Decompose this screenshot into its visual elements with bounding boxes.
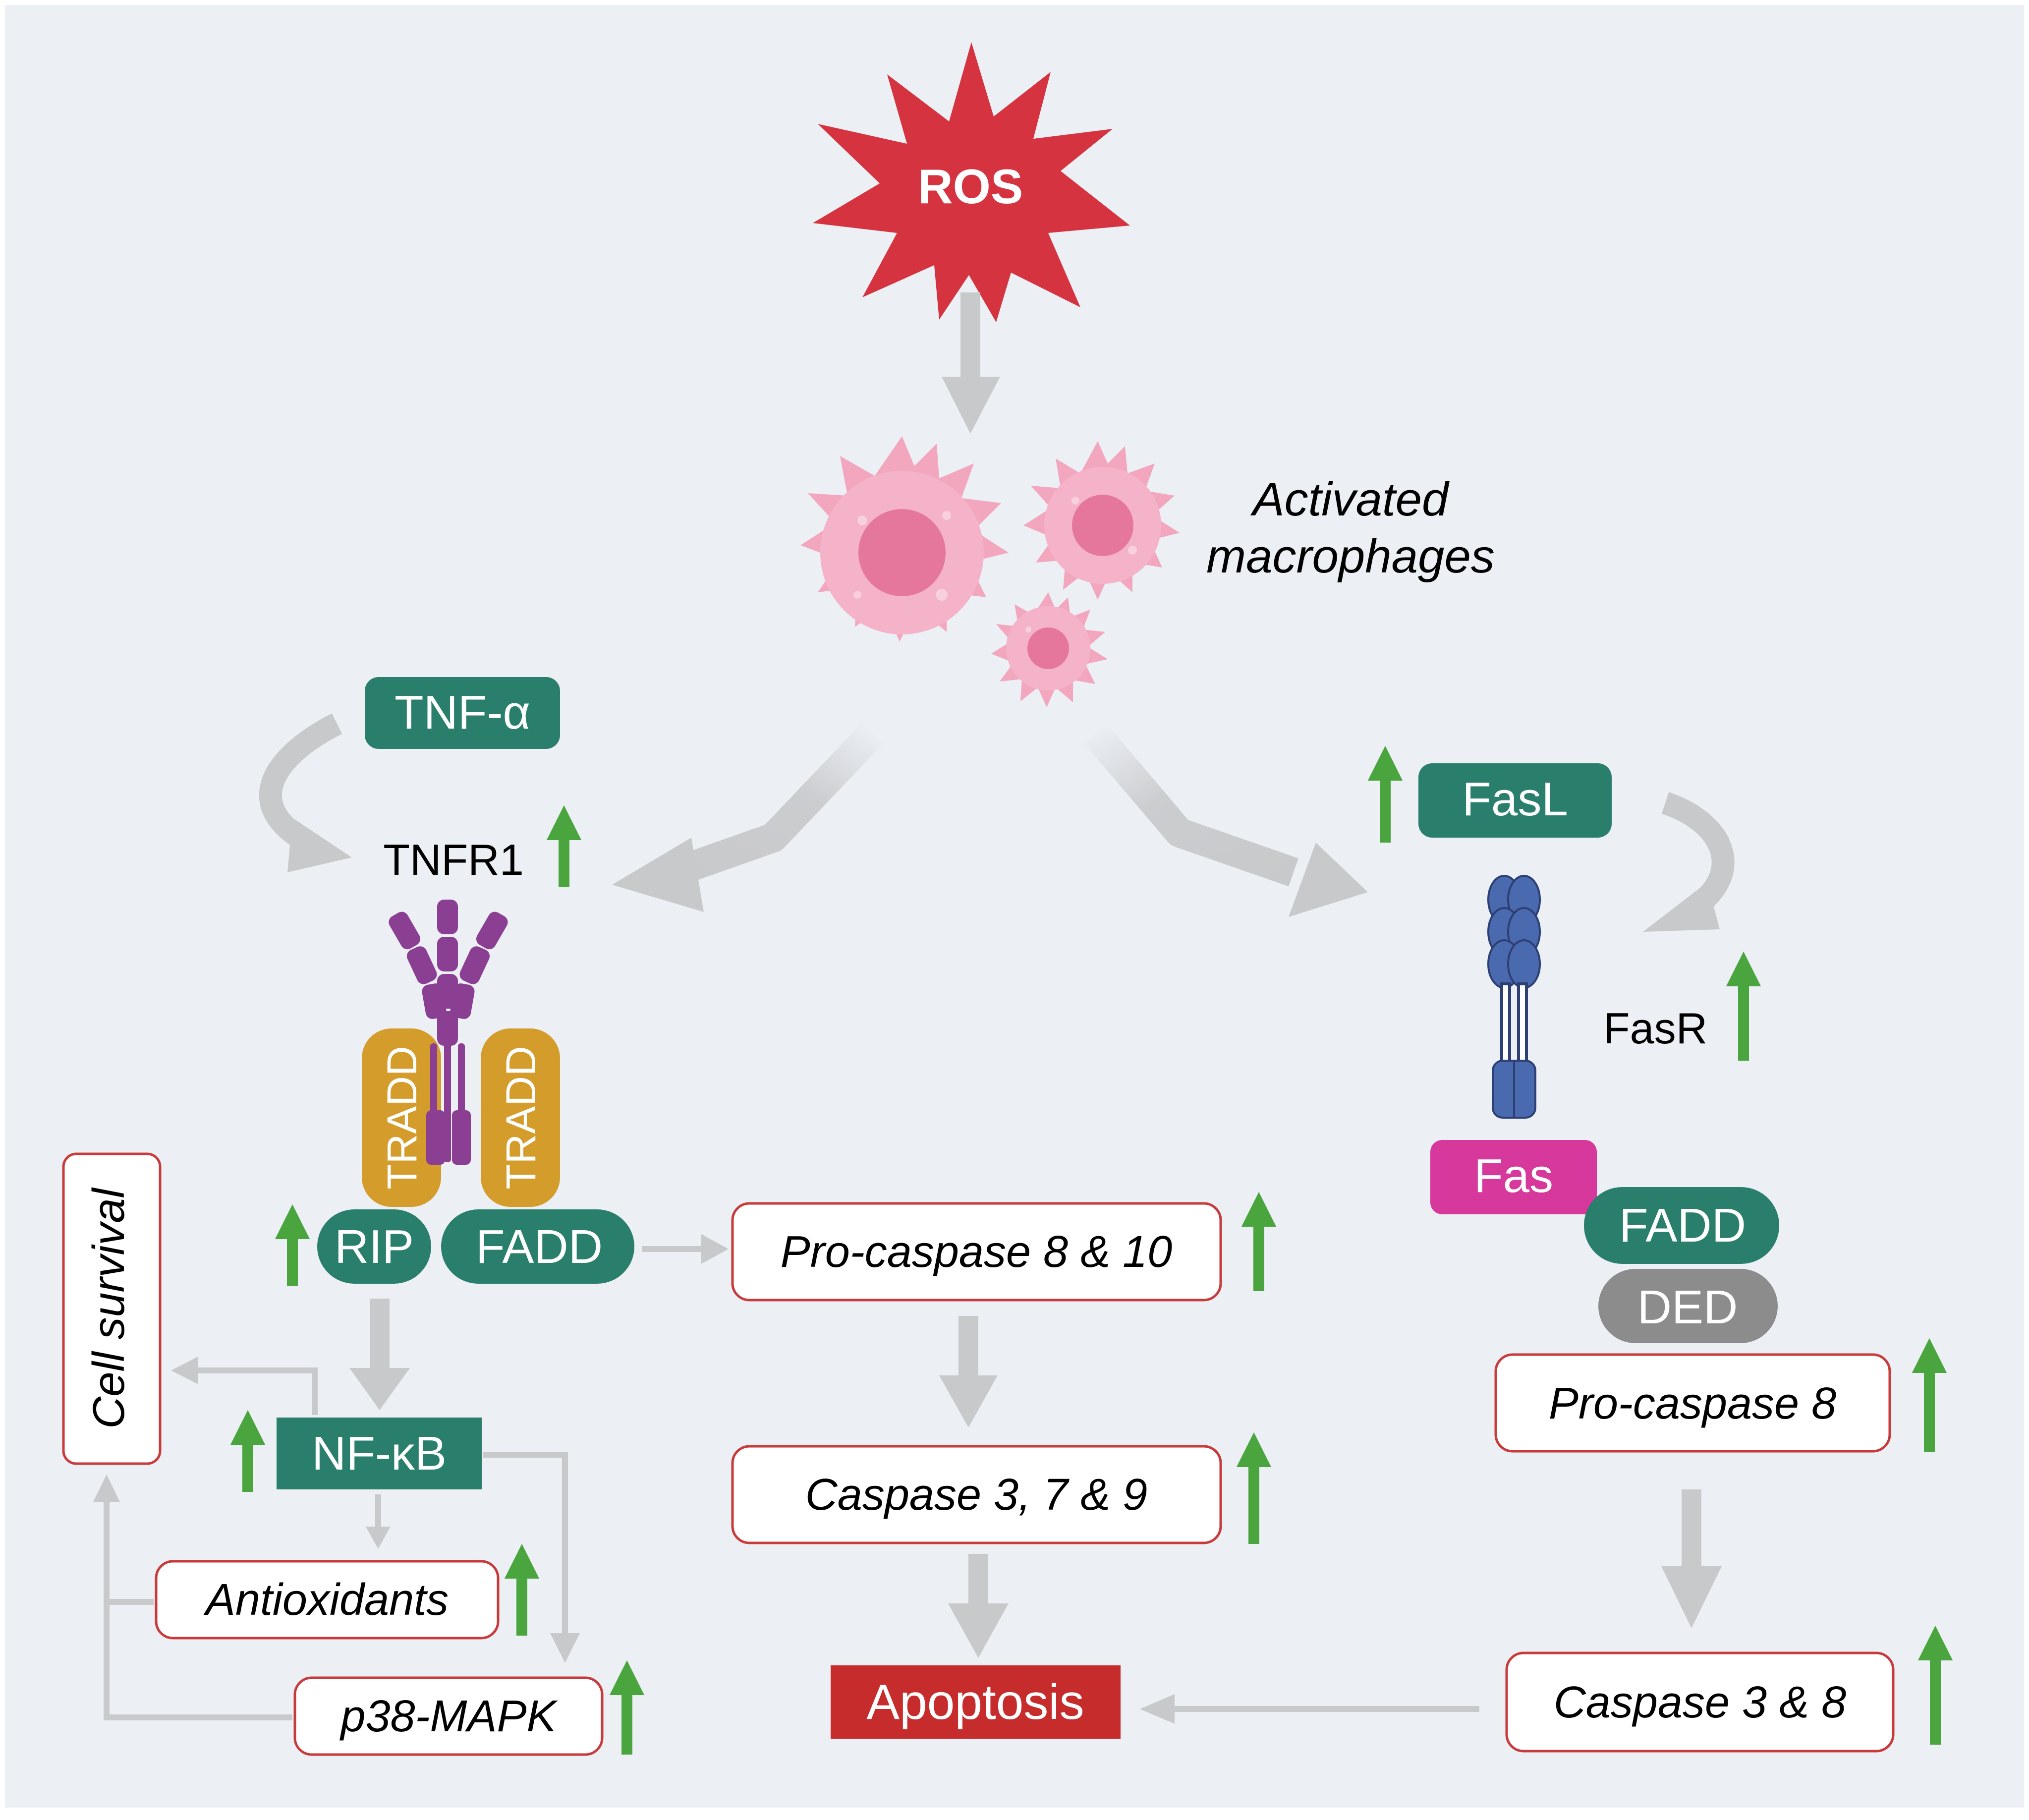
- tradd-right-label: TRADD: [498, 1046, 544, 1189]
- tnf-to-tnfr1-curved-arrow: [259, 713, 352, 872]
- procaspase-to-caspase-arrow: [939, 1316, 998, 1427]
- procaspase-8-box: [1494, 1353, 1891, 1453]
- tnf-alpha-box: [365, 677, 560, 749]
- nfkb-to-p38-arrow: [483, 1452, 580, 1663]
- tradd-left-shape: [362, 1028, 441, 1207]
- macrophage-icon: [800, 436, 1180, 707]
- rip-label: RIP: [335, 1220, 414, 1273]
- nfkb-label: NF-κB: [312, 1427, 447, 1480]
- apoptosis-label: Apoptosis: [866, 1674, 1084, 1730]
- caspase-3-8-to-apoptosis-arrow: [1140, 1694, 1479, 1724]
- macrophages-label: macrophages: [1206, 530, 1495, 583]
- fadd-to-procaspase-arrow: [642, 1234, 729, 1264]
- ros-to-macrophage-arrow: [942, 292, 1000, 434]
- fas-box: [1430, 1140, 1597, 1214]
- fas-label: Fas: [1474, 1149, 1553, 1202]
- tradd-left-label: TRADD: [379, 1046, 425, 1189]
- tradd-right-shape: [481, 1028, 560, 1207]
- caspase-3-7-9-label: Caspase 3, 7 & 9: [805, 1470, 1147, 1520]
- activated-label: Activated: [1250, 473, 1450, 526]
- ded-pill: [1598, 1269, 1778, 1343]
- p38-mapk-label: p38-MAPK: [339, 1692, 558, 1741]
- fadd-right-label: FADD: [1619, 1199, 1746, 1252]
- procaspase-8-10-box: [731, 1202, 1222, 1302]
- procaspase-8-10-label: Pro-caspase 8 & 10: [781, 1227, 1172, 1277]
- tnfr1-receptor-icon: [362, 900, 560, 1207]
- caspase-3-8-label: Caspase 3 & 8: [1554, 1678, 1846, 1727]
- ded-label: DED: [1637, 1281, 1738, 1334]
- antioxidants-p38-to-cell-survival-arrow: [93, 1475, 292, 1720]
- nfkb-to-antioxidants-arrow: [366, 1494, 391, 1549]
- nfkb-box: [277, 1418, 482, 1489]
- fas-receptor-icon: [1487, 875, 1541, 1119]
- apoptosis-box: [831, 1665, 1121, 1739]
- ros-burst-icon: [813, 42, 1130, 322]
- ros-label: ROS: [918, 159, 1023, 214]
- nfkb-to-cell-survival-arrow: [171, 1357, 318, 1415]
- tnfr1-label: TNFR1: [383, 835, 524, 884]
- procaspase-8-to-caspase-3-8-arrow: [1661, 1489, 1722, 1628]
- p38-mapk-box: [293, 1676, 604, 1756]
- caspase-3-7-9-box: [731, 1445, 1222, 1544]
- cell-survival-box: [62, 1152, 162, 1465]
- fasl-label: FasL: [1462, 773, 1568, 826]
- antioxidants-box: [155, 1560, 500, 1640]
- antioxidants-label: Antioxidants: [203, 1575, 449, 1625]
- fasl-to-fasr-curved-arrow: [1643, 792, 1735, 932]
- macrophage-to-tnfr1-arrow: [612, 723, 883, 912]
- macrophage-to-fasr-arrow: [1084, 724, 1368, 917]
- cell-survival-label: Cell survival: [84, 1187, 134, 1428]
- fadd-right-pill: [1584, 1187, 1779, 1264]
- procaspase-8-label: Pro-caspase 8: [1549, 1379, 1836, 1428]
- fasl-box: [1418, 763, 1612, 838]
- tnf-alpha-label: TNF-α: [395, 686, 530, 739]
- caspase-to-apoptosis-arrow: [948, 1554, 1009, 1658]
- fasr-label: FasR: [1603, 1004, 1707, 1053]
- fadd-left-pill: [441, 1209, 634, 1284]
- fadd-left-label: FADD: [476, 1220, 603, 1273]
- rip-pill: [317, 1209, 431, 1284]
- rip-to-nfkb-arrow: [349, 1299, 410, 1410]
- caspase-3-8-box: [1505, 1651, 1895, 1753]
